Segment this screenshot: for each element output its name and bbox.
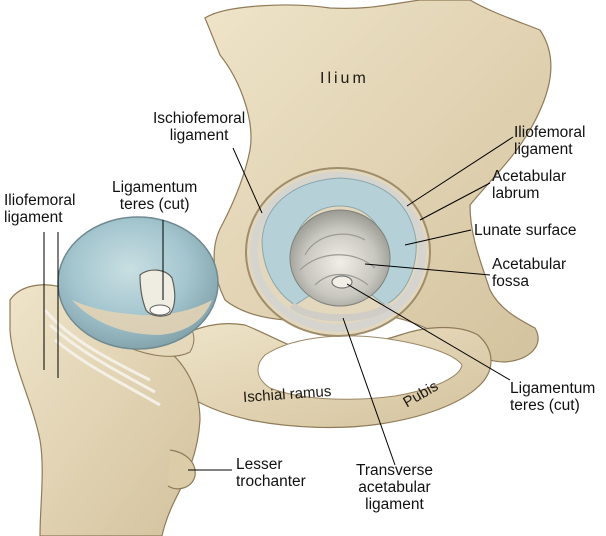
ligamentum-teres-right-label: Ligamentum teres (cut) <box>510 380 595 414</box>
transverse-line3: ligament <box>365 496 424 513</box>
ligamentum-teres-head <box>139 269 176 317</box>
acetabular-fossa-line2: fossa <box>492 273 530 290</box>
transverse-acetabular-ligament-label: Transverse acetabular ligament <box>356 462 433 513</box>
lesser-trochanter-line1: Lesser <box>236 456 283 473</box>
iliofemoral-ligament-right-label: Iliofemoral ligament <box>514 124 586 158</box>
acetabular-fossa-line1: Acetabular <box>492 256 567 273</box>
acetabular-labrum-line2: labrum <box>492 185 540 202</box>
ligamentum-teres-left-line2: teres (cut) <box>119 196 190 213</box>
ischiofemoral-line2: ligament <box>169 127 229 144</box>
lunate-surface-line1: Lunate surface <box>474 222 577 239</box>
acetabular-fossa-label: Acetabular fossa <box>492 256 566 290</box>
lesser-trochanter-label: Lesser trochanter <box>236 456 306 490</box>
ligamentum-teres-stump-acetabulum <box>331 275 353 289</box>
iliofemoral-left-line1: Iliofemoral <box>4 192 76 209</box>
ligamentum-teres-left-label: Ligamentum teres (cut) <box>112 179 197 213</box>
ischiofemoral-ligament-label: Ischiofemoral ligament <box>153 110 245 144</box>
ligamentum-teres-right-line2: teres (cut) <box>510 397 580 414</box>
acetabular-labrum-line1: Acetabular <box>492 168 567 185</box>
ligamentum-teres-left-line1: Ligamentum <box>112 179 198 196</box>
acetabular-labrum-label: Acetabular labrum <box>492 168 566 202</box>
leader-lines <box>43 136 514 471</box>
iliofemoral-left-line2: ligament <box>4 209 63 226</box>
transverse-line2: acetabular <box>358 479 431 496</box>
iliofemoral-right-line1: Iliofemoral <box>514 124 586 141</box>
acetabular-fossa <box>289 209 391 307</box>
lesser-trochanter <box>167 449 196 490</box>
transverse-line1: Transverse <box>356 462 433 479</box>
transverse-acetabular-ligament <box>289 302 393 322</box>
ischiofemoral-line1: Ischiofemoral <box>153 110 246 127</box>
iliofemoral-ligament-left-label: Iliofemoral ligament <box>4 192 76 226</box>
lunate-surface-label: Lunate surface <box>474 222 577 239</box>
acetabular-labrum <box>250 172 426 332</box>
ilium-label: Ilium <box>320 70 369 87</box>
iliofemoral-right-line2: ligament <box>514 141 573 158</box>
lesser-trochanter-line2: trochanter <box>236 473 306 490</box>
ligamentum-teres-right-line1: Ligamentum <box>510 380 596 397</box>
